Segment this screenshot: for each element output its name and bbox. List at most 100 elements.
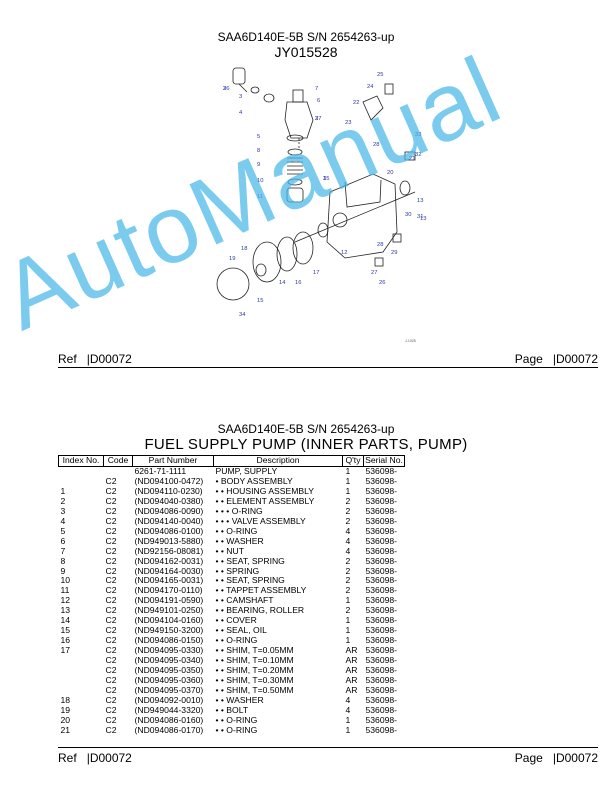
cell-qty: 2 <box>345 495 351 506</box>
diagram-callout-label: 11 <box>257 194 263 200</box>
cell-serial-no: 536098- <box>365 555 398 566</box>
cell-qty: AR <box>345 675 358 686</box>
diagram-code: J-1025 <box>405 339 416 343</box>
cell-index-no: 6 <box>60 535 66 546</box>
cell-qty: 2 <box>345 565 351 576</box>
cell-part-number: (ND094086-0100) <box>134 525 204 536</box>
parts-table: Index No. Code Part Number Description Q… <box>58 455 598 736</box>
cell-remarks <box>405 716 599 726</box>
cell-qty: 1 <box>345 485 351 496</box>
diagram-callout-label: 5 <box>257 134 260 140</box>
diagram-callout-label: 4 <box>239 110 243 116</box>
cell-serial-no: 536098- <box>365 575 398 586</box>
diagram-part-connector <box>362 95 384 121</box>
cell-serial-no: 536098- <box>365 635 398 646</box>
cell-serial-no: 536098- <box>365 724 398 735</box>
cell-part-number: (ND094170-0110) <box>134 585 203 596</box>
cell-remarks <box>405 646 599 656</box>
cell-qty: 1 <box>345 475 351 486</box>
cell-remarks <box>405 557 599 567</box>
ref-code: |D00072 <box>86 352 132 366</box>
cell-part-number: (ND949013-5880) <box>134 535 204 546</box>
cell-index-no: 14 <box>60 615 71 626</box>
cell-index-no: 1 <box>60 485 66 496</box>
cell-index-no: 2 <box>60 495 66 506</box>
diagram-callout-label: 16 <box>295 280 301 286</box>
cell-serial-no: 536098- <box>365 684 398 695</box>
cell-code: C2 <box>105 565 117 576</box>
cell-part-number: (ND949044-3320) <box>134 704 204 715</box>
page-label: Page <box>514 352 543 366</box>
cell-serial-no: 536098- <box>365 505 398 516</box>
cell-remarks <box>405 616 599 626</box>
cell-code: C2 <box>105 625 117 636</box>
cell-serial-no: 536098- <box>365 495 398 506</box>
cell-description: • • SPRING <box>215 565 260 576</box>
cell-code: C2 <box>105 515 117 526</box>
col-serial-no: Serial No. <box>363 455 405 467</box>
diagram-part-element-head <box>292 89 304 103</box>
diagram-callout-label: 22 <box>353 100 359 106</box>
cell-description: • • WASHER <box>215 694 264 705</box>
cell-index-no: 5 <box>60 525 66 536</box>
diagram-part-cover <box>252 241 282 283</box>
diagram-callout-label: 34 <box>239 312 246 318</box>
cell-qty: 2 <box>345 555 351 566</box>
cell-code: C2 <box>105 475 117 486</box>
diagram-part-camshaft <box>294 191 416 243</box>
cell-serial-no: 536098- <box>365 485 398 496</box>
diagram-part-fitting-4 <box>374 257 384 267</box>
diagram-callout-label: 35 <box>323 176 329 182</box>
col-code: Code <box>103 455 133 467</box>
cell-qty: 1 <box>345 595 351 606</box>
cell-code: C2 <box>105 495 117 506</box>
cell-qty: 2 <box>345 605 351 616</box>
cell-code: C2 <box>105 675 117 686</box>
cell-qty: AR <box>345 655 358 666</box>
cell-remarks <box>405 636 599 646</box>
cell-code: C2 <box>105 684 117 695</box>
cell-remarks <box>405 576 599 586</box>
cell-serial-no: 536098- <box>365 515 398 526</box>
cell-remarks <box>405 497 599 507</box>
cell-code: C2 <box>105 655 117 666</box>
cell-index-no: 8 <box>60 555 66 566</box>
cell-part-number: (ND094191-0590) <box>134 595 204 606</box>
cell-description: • • WASHER <box>215 535 264 546</box>
cell-description: • • HOUSING ASSEMBLY <box>215 485 315 496</box>
cell-index-no <box>59 676 104 686</box>
cell-index-no: 11 <box>60 585 70 596</box>
cell-serial-no: 536098- <box>365 466 398 476</box>
cell-serial-no: 536098- <box>365 605 398 616</box>
cell-remarks <box>405 666 599 676</box>
cell-description: • • SEAT, SPRING <box>215 575 285 586</box>
cell-description: • • COVER <box>215 615 257 626</box>
cell-qty: 2 <box>345 515 351 526</box>
cell-remarks <box>405 606 599 616</box>
cell-remarks <box>405 676 599 686</box>
cell-part-number: (ND094095-0330) <box>134 645 204 656</box>
cell-description: • • O-RING <box>215 724 258 735</box>
cell-index-no: 3 <box>60 505 66 516</box>
cell-code: C2 <box>105 645 117 656</box>
diagram-part-gasket <box>216 267 250 301</box>
cell-serial-no: 536098- <box>365 694 398 705</box>
cell-description: • • SHIM, T=0.50MM <box>215 684 294 695</box>
cell-part-number: (ND094164-0030) <box>134 565 204 576</box>
diagram-part-o-ring-large <box>276 236 298 272</box>
diagram-callout-label: 37 <box>315 116 321 122</box>
cell-remarks <box>405 686 599 696</box>
cell-part-number: (ND92156-08081) <box>134 545 204 556</box>
cell-qty: 2 <box>345 575 351 586</box>
cell-code: C2 <box>105 724 117 735</box>
diagram-callout-label: 26 <box>379 280 385 286</box>
cell-description: • BODY ASSEMBLY <box>215 475 293 486</box>
cell-qty: 4 <box>345 694 351 705</box>
